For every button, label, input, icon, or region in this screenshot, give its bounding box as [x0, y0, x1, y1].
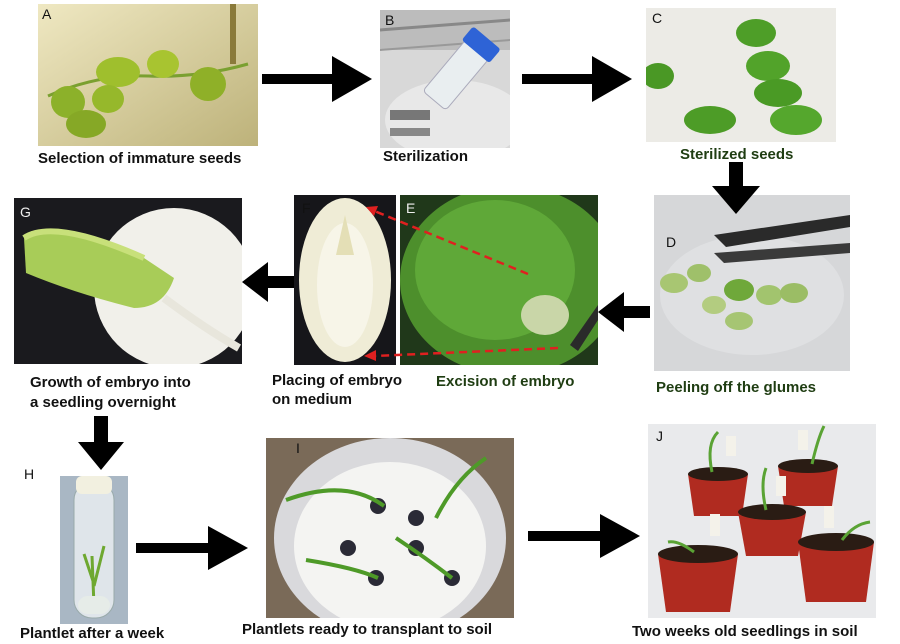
dashed-arrow-upper	[362, 200, 532, 280]
panel-g-caption-line1: Growth of embryo into	[30, 374, 191, 391]
panel-h-caption: Plantlet after a week	[20, 625, 165, 642]
panel-c-image	[646, 8, 836, 142]
panel-i-image	[266, 438, 514, 618]
panel-g-caption-line2: a seedling overnight	[30, 394, 176, 411]
dashed-arrow-lower	[362, 342, 562, 362]
panel-a-image	[38, 4, 258, 146]
panel-f-letter: F	[302, 200, 311, 216]
panel-j-letter: J	[656, 428, 663, 444]
panel-a-letter: A	[42, 6, 52, 22]
panel-c-letter: C	[652, 10, 663, 26]
panel-e-caption: Excision of embryo	[436, 373, 575, 390]
panel-b-letter: B	[385, 12, 395, 28]
panel-b-image	[380, 10, 510, 148]
panel-i-letter: I	[296, 440, 300, 456]
arrow-b-to-c	[522, 56, 632, 102]
arrow-f-to-g	[242, 262, 294, 302]
panel-b-caption: Sterilization	[383, 148, 469, 165]
panel-d-letter: D	[666, 234, 677, 250]
panel-h-letter: H	[24, 466, 35, 482]
panel-e-letter: E	[406, 200, 416, 216]
panel-c-caption: Sterilized seeds	[680, 146, 794, 163]
panel-f-caption-line2: on medium	[272, 391, 353, 408]
panel-g-image	[14, 198, 242, 364]
arrow-c-to-d	[712, 162, 760, 214]
panel-a-caption: Selection of immature seeds	[38, 150, 242, 167]
panel-d-caption: Peeling off the glumes	[656, 379, 817, 396]
panel-f-image	[294, 195, 396, 365]
arrow-g-to-h	[78, 416, 124, 470]
panel-g-letter: G	[20, 204, 31, 220]
panel-i-caption: Plantlets ready to transplant to soil	[242, 621, 493, 638]
panel-j-caption: Two weeks old seedlings in soil	[632, 623, 858, 640]
arrow-i-to-j	[528, 514, 640, 558]
panel-h-image	[60, 476, 128, 624]
panel-d-image	[654, 195, 850, 371]
panel-f-caption-line1: Placing of embryo	[272, 372, 403, 389]
panel-j-image	[648, 424, 876, 618]
panel-e-image	[400, 195, 598, 365]
arrow-h-to-i	[136, 526, 248, 570]
arrow-d-to-e	[598, 292, 650, 332]
arrow-a-to-b	[262, 56, 372, 102]
